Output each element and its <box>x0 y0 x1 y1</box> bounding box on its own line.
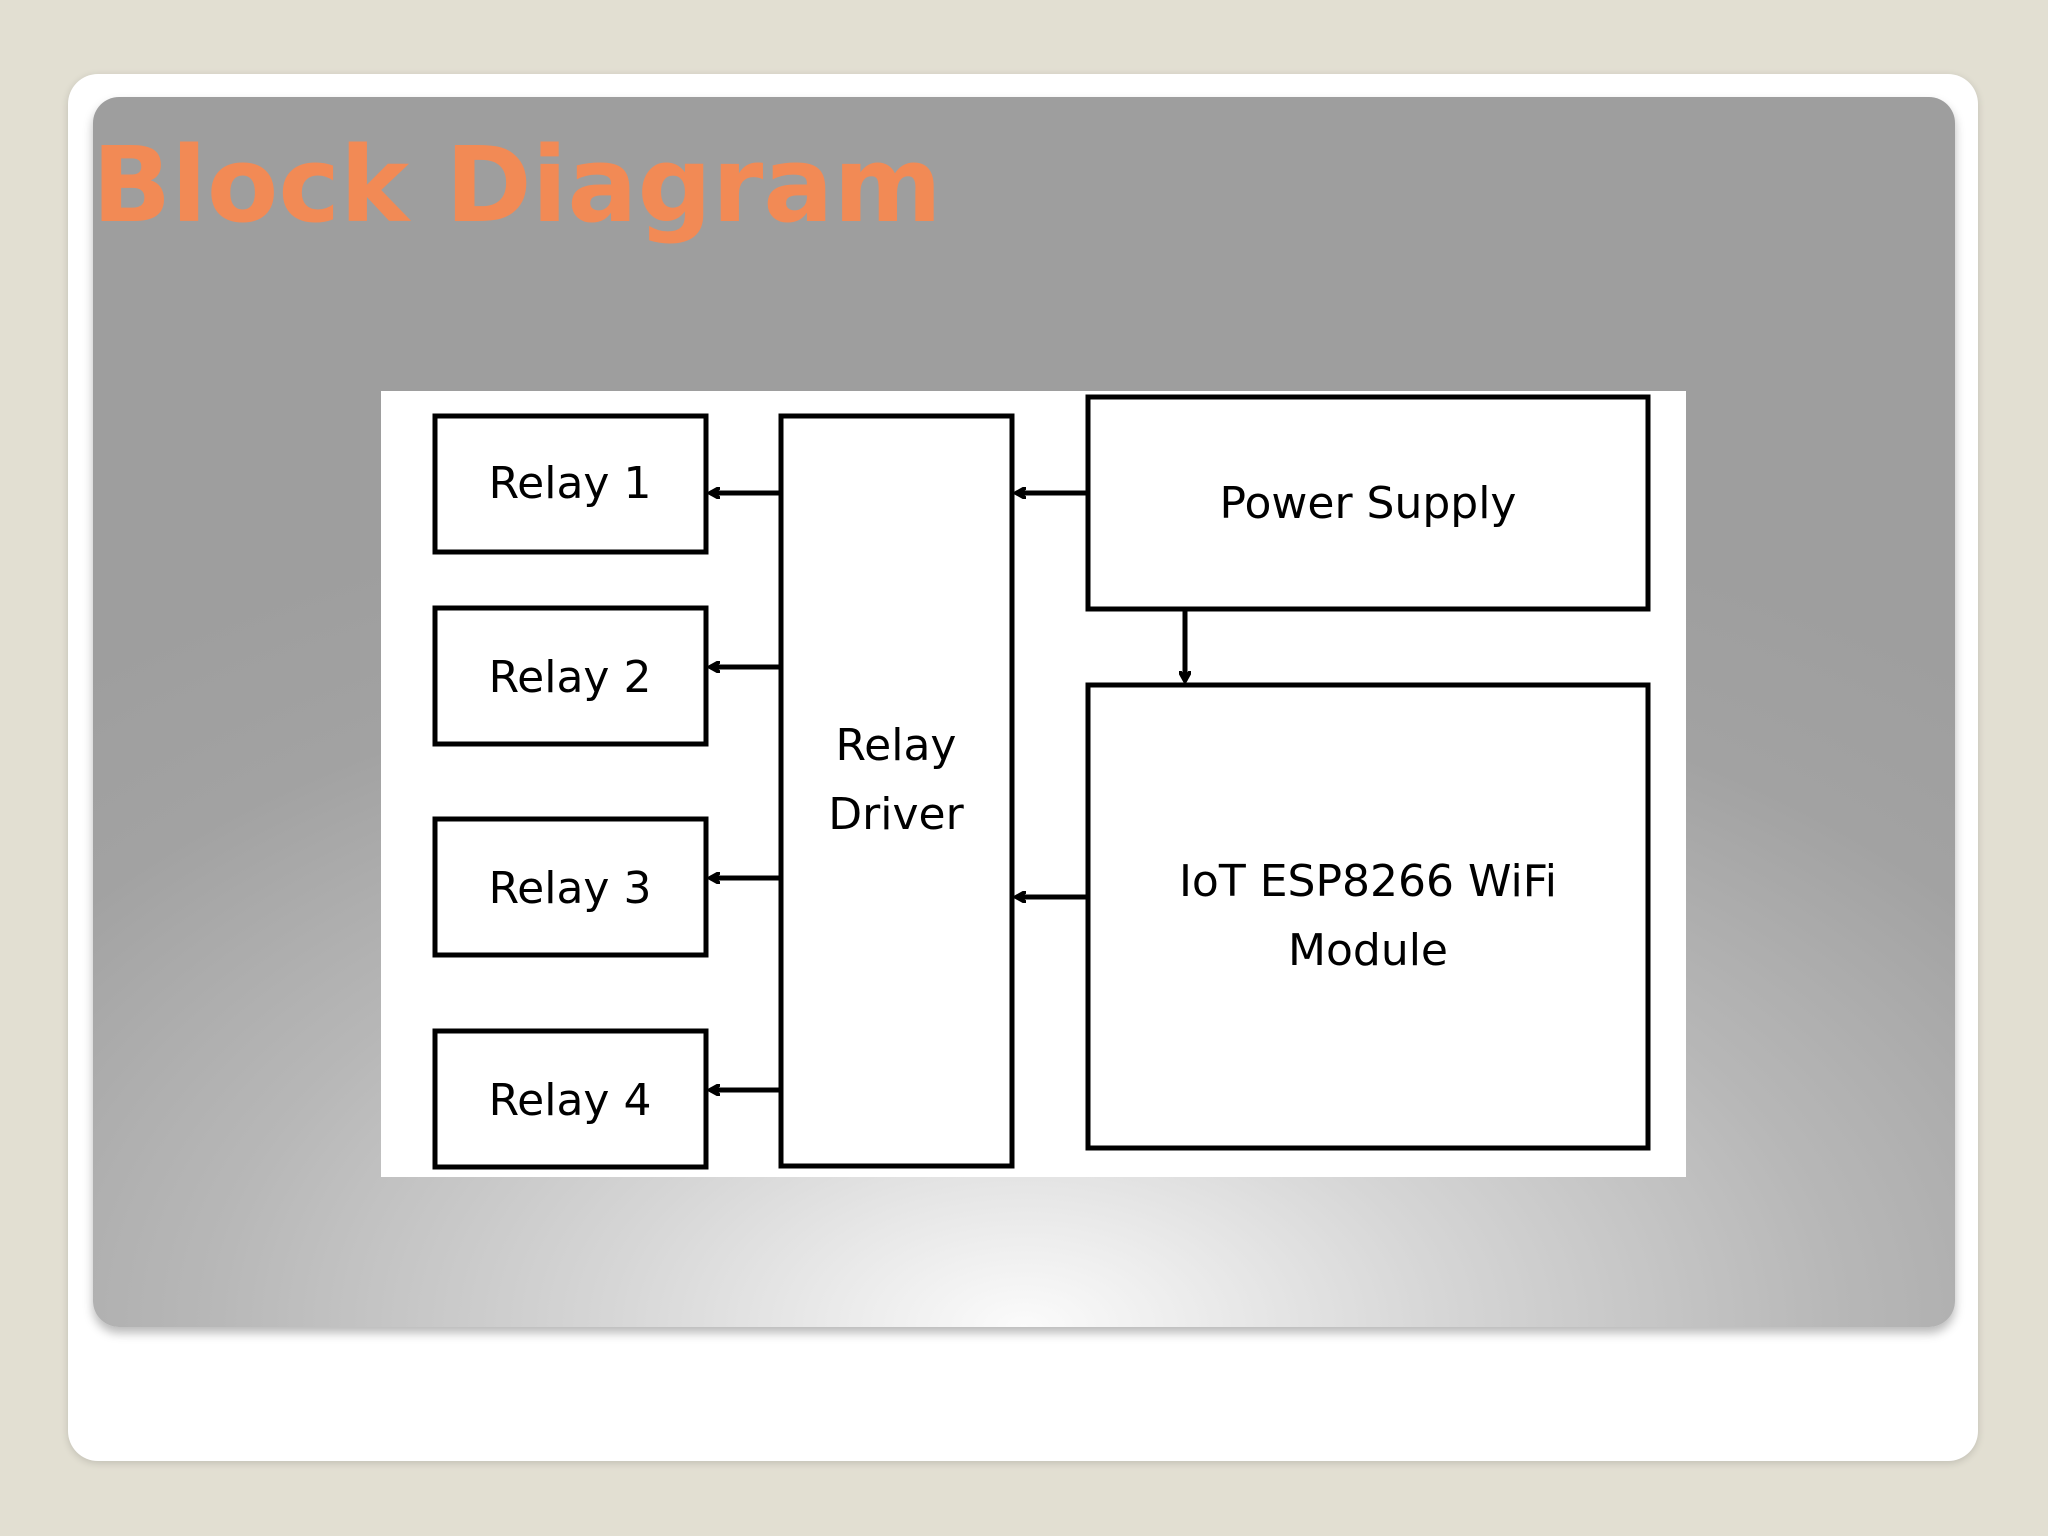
block-diagram-figure: Relay 1 Relay 2 Relay 3 Relay 4 Relay Dr… <box>381 391 1686 1177</box>
relay-2-label: Relay 2 <box>489 652 652 703</box>
power-supply-label: Power Supply <box>1220 478 1517 529</box>
relay-4-block: Relay 4 <box>432 1028 709 1170</box>
power-supply-block: Power Supply <box>1085 394 1651 612</box>
relay-driver-box <box>778 413 1015 1169</box>
relay-1-block: Relay 1 <box>432 413 709 555</box>
relay-3-box <box>432 816 709 958</box>
relay-driver-label-line-2: Driver <box>828 789 964 840</box>
relay-driver-block: Relay Driver <box>778 413 1015 1169</box>
power-supply-box <box>1085 394 1651 612</box>
relay-3-block: Relay 3 <box>432 816 709 958</box>
wifi-module-box <box>1085 682 1651 1151</box>
block-diagram-svg: Relay 1 Relay 2 Relay 3 Relay 4 Relay Dr… <box>432 394 1651 1170</box>
relay-4-box <box>432 1028 709 1170</box>
wifi-module-label-line-1: IoT ESP8266 WiFi <box>1179 856 1557 907</box>
wifi-module-block: IoT ESP8266 WiFi Module <box>1085 682 1651 1151</box>
wifi-module-label-line-2: Module <box>1288 925 1448 976</box>
relay-1-label: Relay 1 <box>489 458 652 509</box>
relay-driver-label-line-1: Relay <box>836 720 957 771</box>
relay-4-label: Relay 4 <box>489 1075 652 1126</box>
relay-2-block: Relay 2 <box>432 605 709 747</box>
relay-1-box <box>432 413 709 555</box>
slide-title: Block Diagram <box>92 124 942 246</box>
relay-2-box <box>432 605 709 747</box>
relay-3-label: Relay 3 <box>489 863 652 914</box>
